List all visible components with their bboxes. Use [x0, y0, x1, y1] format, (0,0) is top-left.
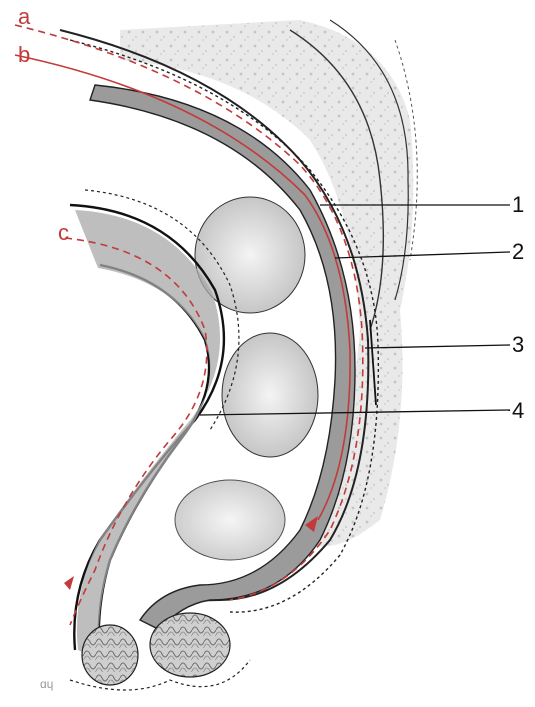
lower-end-left	[82, 625, 138, 685]
label-b: b	[18, 42, 30, 67]
label-1: 1	[512, 192, 524, 217]
haustra-lower	[175, 480, 285, 560]
lower-end-right	[150, 613, 230, 677]
red-arrow-lower-left	[64, 576, 74, 590]
haustra-middle	[222, 333, 318, 457]
corner-mark: ɑɥ	[40, 677, 53, 691]
label-a: a	[18, 4, 31, 29]
label-3: 3	[512, 332, 524, 357]
label-4: 4	[512, 398, 524, 423]
label-c: c	[58, 220, 69, 245]
label-2: 2	[512, 239, 524, 264]
